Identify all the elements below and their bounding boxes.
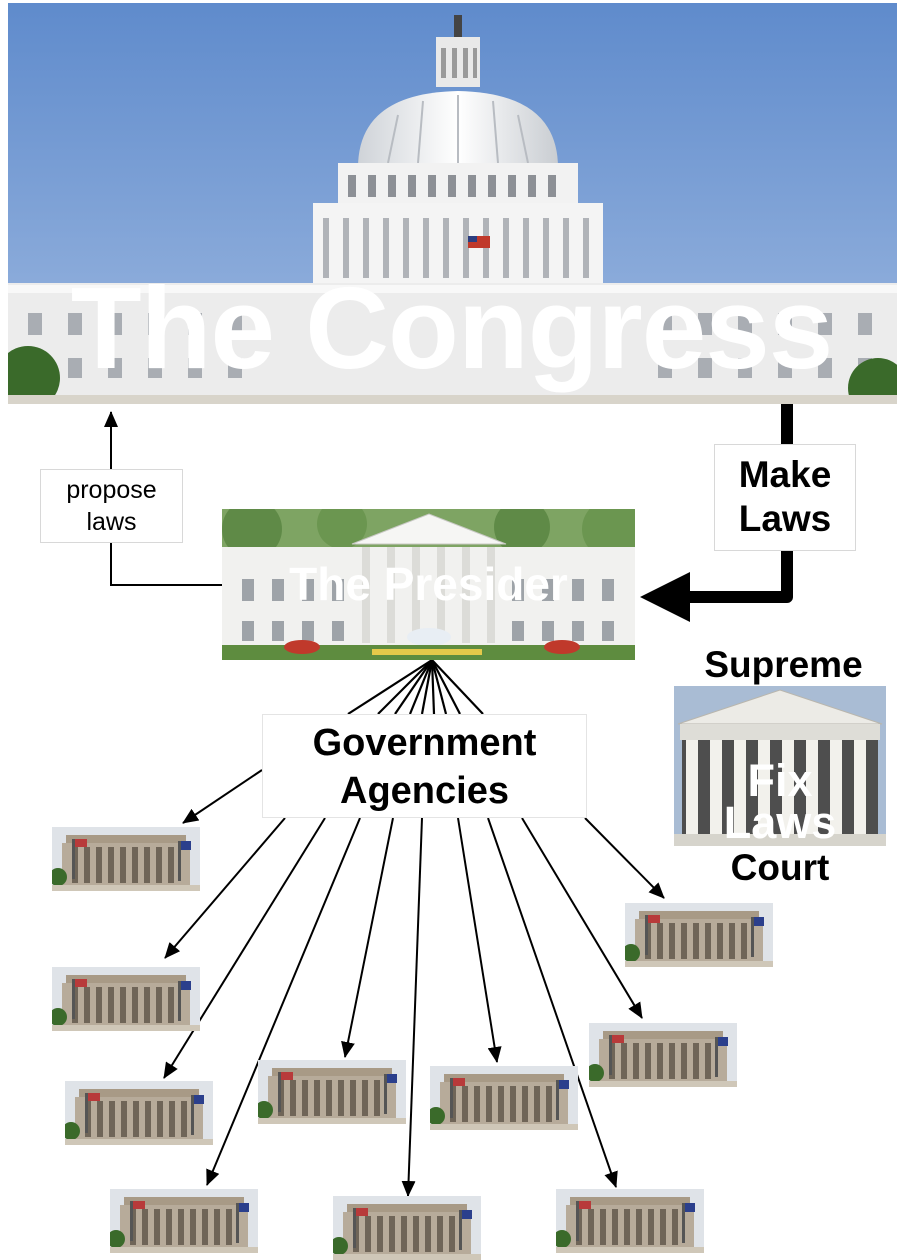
propose-laws-label: propose laws: [40, 469, 183, 543]
government-agencies-label: Government Agencies: [262, 714, 587, 818]
capitol-building-illustration: [8, 3, 897, 404]
agency-arrow: [487, 817, 618, 1188]
congress-title: The Congress: [70, 263, 833, 393]
president-title: The Presider: [289, 558, 568, 610]
supreme-court-image: [674, 686, 886, 846]
agency-building-image: [258, 1060, 406, 1124]
agency-building-image: [625, 903, 773, 967]
supreme-court-illustration: [674, 686, 886, 846]
congress-image: [8, 3, 897, 404]
court-bottom-label: Court: [730, 847, 830, 888]
make-laws-label: Make Laws: [714, 444, 856, 551]
agency-building-image: [52, 827, 200, 891]
white-house-image: [222, 509, 635, 660]
agency-arrow: [401, 817, 423, 1197]
agency-arrow: [457, 817, 502, 1063]
agency-arrow: [341, 817, 394, 1058]
agency-arrow: [521, 817, 643, 1019]
agency-arrow: [584, 817, 665, 899]
white-house-illustration: [222, 509, 635, 660]
agency-arrow: [206, 817, 361, 1186]
agency-building-image: [333, 1196, 481, 1260]
agency-building-image: [430, 1066, 578, 1130]
make-laws-arrowhead: [640, 572, 690, 622]
agency-building-image: [589, 1023, 737, 1087]
agency-building-image: [52, 967, 200, 1031]
agency-building-image: [556, 1189, 704, 1253]
agency-building-image: [110, 1189, 258, 1253]
court-overlay-text: Fix Laws: [723, 755, 837, 848]
agency-building-image: [65, 1081, 213, 1145]
agency-arrow: [182, 769, 263, 824]
court-top-label: Supreme: [704, 644, 863, 685]
